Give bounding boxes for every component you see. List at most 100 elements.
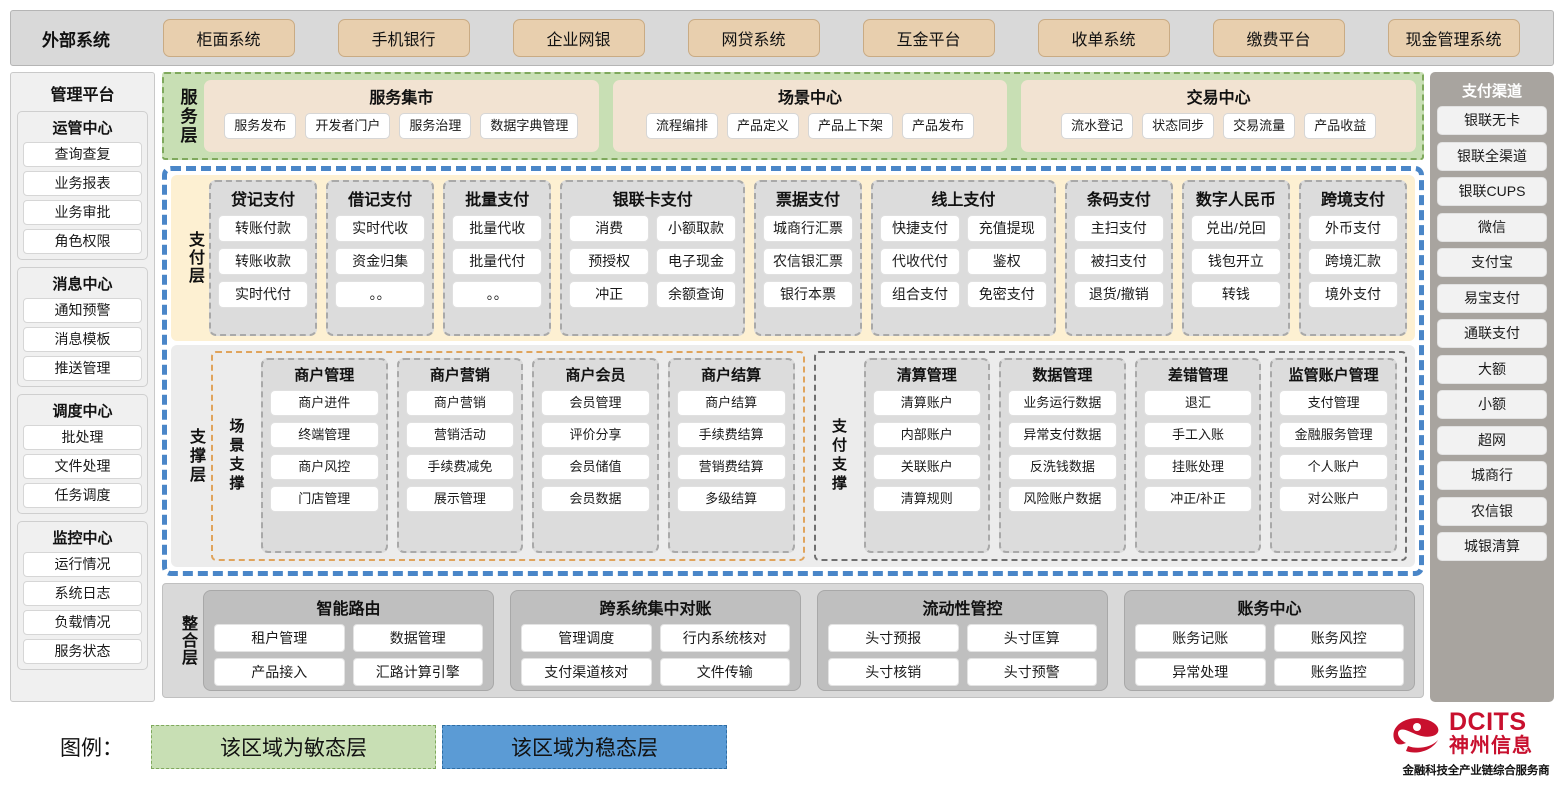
external-system-chip[interactable]: 网贷系统 bbox=[687, 19, 820, 57]
payment-chip[interactable]: 兑出/兑回 bbox=[1190, 215, 1281, 242]
integration-chip[interactable]: 租户管理 bbox=[214, 624, 345, 652]
scene-support-chip[interactable]: 营销活动 bbox=[405, 422, 515, 448]
integration-chip[interactable]: 头寸匡算 bbox=[966, 624, 1097, 652]
service-chip[interactable]: 开发者门户 bbox=[305, 113, 391, 139]
payment-chip[interactable]: 批量代付 bbox=[452, 248, 543, 275]
external-system-chip[interactable]: 现金管理系统 bbox=[1387, 19, 1520, 57]
integration-chip[interactable]: 头寸预警 bbox=[966, 658, 1097, 686]
management-item[interactable]: 业务报表 bbox=[23, 171, 142, 196]
payment-chip[interactable]: 冲正 bbox=[569, 281, 650, 308]
payment-chip[interactable]: 资金归集 bbox=[335, 248, 426, 275]
payment-channel-item[interactable]: 大额 bbox=[1437, 354, 1547, 384]
payment-chip[interactable]: 实时代收 bbox=[335, 215, 426, 242]
payment-support-chip[interactable]: 金融服务管理 bbox=[1279, 422, 1388, 448]
scene-support-chip[interactable]: 商户风控 bbox=[270, 454, 379, 480]
service-chip[interactable]: 数据字典管理 bbox=[480, 113, 579, 139]
external-system-chip[interactable]: 企业网银 bbox=[512, 19, 645, 57]
service-chip[interactable]: 产品定义 bbox=[726, 113, 799, 139]
service-chip[interactable]: 状态同步 bbox=[1142, 113, 1215, 139]
payment-support-chip[interactable]: 业务运行数据 bbox=[1008, 390, 1117, 416]
payment-channel-item[interactable]: 城商行 bbox=[1437, 461, 1547, 490]
integration-chip[interactable]: 头寸预报 bbox=[828, 624, 959, 652]
scene-support-chip[interactable]: 会员管理 bbox=[541, 390, 650, 416]
payment-chip[interactable]: 。。 bbox=[335, 281, 426, 308]
payment-support-chip[interactable]: 对公账户 bbox=[1279, 486, 1388, 512]
scene-support-chip[interactable]: 手续费结算 bbox=[676, 422, 786, 448]
payment-support-chip[interactable]: 支付管理 bbox=[1279, 390, 1388, 416]
payment-chip[interactable]: 免密支付 bbox=[966, 281, 1047, 308]
payment-support-chip[interactable]: 手工入账 bbox=[1143, 422, 1253, 448]
payment-channel-item[interactable]: 银联全渠道 bbox=[1437, 141, 1547, 171]
scene-support-chip[interactable]: 会员数据 bbox=[541, 486, 650, 512]
integration-chip[interactable]: 产品接入 bbox=[214, 658, 345, 686]
payment-channel-item[interactable]: 农信银 bbox=[1437, 496, 1547, 526]
payment-channel-item[interactable]: 银联无卡 bbox=[1437, 106, 1547, 135]
payment-channel-item[interactable]: 超网 bbox=[1437, 425, 1547, 455]
payment-support-chip[interactable]: 个人账户 bbox=[1279, 454, 1388, 480]
payment-chip[interactable]: 农信银汇票 bbox=[762, 248, 854, 275]
payment-chip[interactable]: 转钱 bbox=[1190, 281, 1281, 308]
payment-channel-item[interactable]: 城银清算 bbox=[1437, 532, 1547, 561]
payment-support-chip[interactable]: 挂账处理 bbox=[1143, 454, 1253, 480]
payment-chip[interactable]: 电子现金 bbox=[656, 248, 736, 275]
management-item[interactable]: 消息模板 bbox=[23, 327, 142, 352]
management-item[interactable]: 任务调度 bbox=[23, 483, 142, 508]
integration-chip[interactable]: 头寸核销 bbox=[828, 658, 959, 686]
payment-support-chip[interactable]: 退汇 bbox=[1143, 390, 1253, 416]
integration-chip[interactable]: 管理调度 bbox=[521, 624, 652, 652]
management-item[interactable]: 运行情况 bbox=[23, 552, 142, 577]
external-system-chip[interactable]: 缴费平台 bbox=[1212, 19, 1345, 57]
service-chip[interactable]: 交易流量 bbox=[1223, 113, 1296, 139]
management-item[interactable]: 查询查复 bbox=[23, 142, 142, 167]
integration-chip[interactable]: 文件传输 bbox=[659, 658, 790, 686]
payment-chip[interactable]: 预授权 bbox=[569, 248, 650, 275]
integration-chip[interactable]: 账务监控 bbox=[1273, 658, 1404, 686]
payment-chip[interactable]: 。。 bbox=[452, 281, 543, 308]
scene-support-chip[interactable]: 门店管理 bbox=[270, 486, 379, 512]
integration-chip[interactable]: 账务记账 bbox=[1135, 624, 1266, 652]
management-item[interactable]: 通知预警 bbox=[23, 298, 142, 323]
payment-chip[interactable]: 消费 bbox=[569, 215, 650, 242]
payment-support-chip[interactable]: 关联账户 bbox=[872, 454, 982, 480]
payment-support-chip[interactable]: 风险账户数据 bbox=[1008, 486, 1117, 512]
payment-chip[interactable]: 实时代付 bbox=[218, 281, 309, 308]
payment-support-chip[interactable]: 反洗钱数据 bbox=[1008, 454, 1117, 480]
scene-support-chip[interactable]: 营销费结算 bbox=[676, 454, 786, 480]
external-system-chip[interactable]: 手机银行 bbox=[337, 19, 470, 57]
management-item[interactable]: 文件处理 bbox=[23, 454, 142, 479]
service-chip[interactable]: 产品收益 bbox=[1304, 113, 1377, 139]
management-item[interactable]: 服务状态 bbox=[23, 639, 142, 664]
payment-chip[interactable]: 境外支付 bbox=[1307, 281, 1398, 308]
service-chip[interactable]: 流水登记 bbox=[1061, 113, 1134, 139]
payment-chip[interactable]: 退货/撤销 bbox=[1073, 281, 1164, 308]
payment-chip[interactable]: 银行本票 bbox=[762, 281, 854, 308]
payment-chip[interactable]: 跨境汇款 bbox=[1307, 248, 1398, 275]
payment-channel-item[interactable]: 银联CUPS bbox=[1437, 177, 1547, 206]
management-item[interactable]: 角色权限 bbox=[23, 229, 142, 254]
payment-chip[interactable]: 转账收款 bbox=[218, 248, 309, 275]
service-chip[interactable]: 服务治理 bbox=[399, 113, 472, 139]
scene-support-chip[interactable]: 商户结算 bbox=[676, 390, 786, 416]
integration-chip[interactable]: 数据管理 bbox=[352, 624, 483, 652]
payment-chip[interactable]: 批量代收 bbox=[452, 215, 543, 242]
service-chip[interactable]: 产品上下架 bbox=[808, 113, 894, 139]
payment-chip[interactable]: 组合支付 bbox=[880, 281, 960, 308]
management-item[interactable]: 负载情况 bbox=[23, 610, 142, 635]
payment-chip[interactable]: 小额取款 bbox=[656, 215, 736, 242]
payment-chip[interactable]: 钱包开立 bbox=[1190, 248, 1281, 275]
management-item[interactable]: 批处理 bbox=[23, 425, 142, 450]
scene-support-chip[interactable]: 终端管理 bbox=[270, 422, 379, 448]
payment-channel-item[interactable]: 易宝支付 bbox=[1437, 283, 1547, 313]
payment-support-chip[interactable]: 冲正/补正 bbox=[1143, 486, 1253, 512]
payment-chip[interactable]: 充值提现 bbox=[966, 215, 1047, 242]
management-item[interactable]: 系统日志 bbox=[23, 581, 142, 606]
payment-chip[interactable]: 主扫支付 bbox=[1073, 215, 1164, 242]
integration-chip[interactable]: 汇路计算引擎 bbox=[352, 658, 483, 686]
integration-chip[interactable]: 账务风控 bbox=[1273, 624, 1404, 652]
external-system-chip[interactable]: 收单系统 bbox=[1037, 19, 1170, 57]
scene-support-chip[interactable]: 展示管理 bbox=[405, 486, 515, 512]
integration-chip[interactable]: 行内系统核对 bbox=[659, 624, 790, 652]
payment-channel-item[interactable]: 通联支付 bbox=[1437, 319, 1547, 348]
payment-support-chip[interactable]: 内部账户 bbox=[872, 422, 982, 448]
scene-support-chip[interactable]: 商户营销 bbox=[405, 390, 515, 416]
